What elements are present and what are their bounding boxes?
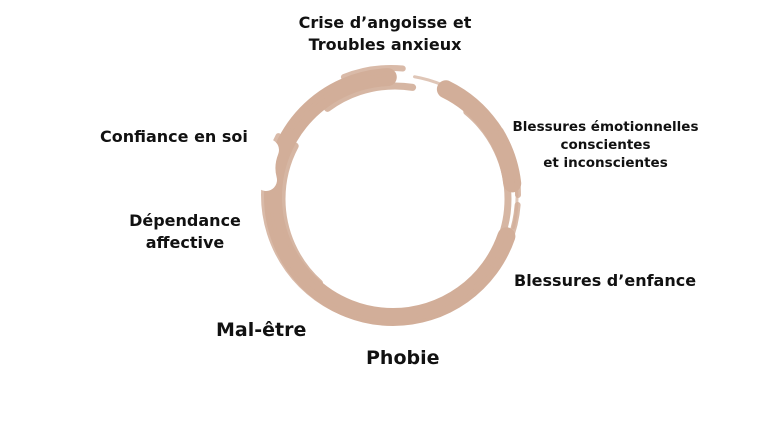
label-blessures-emo-line1: Blessures émotionnelles (512, 119, 699, 135)
label-phobie: Phobie (366, 346, 440, 372)
label-crise-line2: Troubles anxieux (308, 34, 462, 54)
label-confiance-en-soi: Confiance en soi (100, 126, 248, 148)
ring-main-stroke (264, 68, 522, 326)
label-crise-angoisse: Crise d’angoisse et Troubles anxieux (290, 12, 480, 55)
label-blessures-emo-line2: conscientes (560, 137, 651, 154)
label-phobie-line1: Phobie (366, 347, 440, 369)
label-confiance-line1: Confiance en soi (100, 127, 248, 146)
label-crise-line1: Crise d’angoisse et (298, 13, 472, 32)
label-dependance-line1: Dépendance (129, 211, 241, 230)
ring-inner-stroke (278, 82, 512, 316)
label-blessures-enfance-line1: Blessures d’enfance (514, 271, 697, 290)
label-blessures-emo-line3: et inconscientes (543, 155, 668, 172)
label-blessures-enfance: Blessures d’enfance (514, 270, 696, 292)
label-mal-etre-line1: Mal-être (216, 319, 307, 341)
ring-texture-stroke (269, 73, 519, 323)
ring-outer-stroke (261, 65, 521, 325)
label-mal-etre: Mal-être (216, 318, 306, 344)
label-blessures-emotionnelles: Blessures émotionnelles conscientes et i… (508, 118, 703, 173)
label-dependance-affective: Dépendance affective (120, 210, 250, 253)
label-dependance-line2: affective (145, 232, 225, 252)
ring-gap (253, 139, 279, 191)
